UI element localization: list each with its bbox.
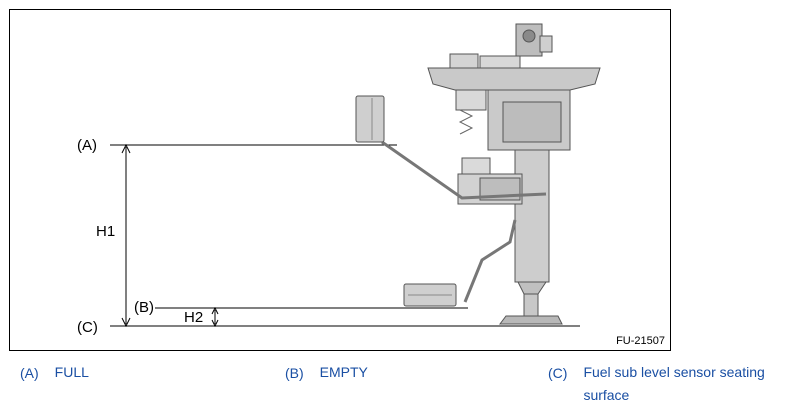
label-b: (B)	[134, 299, 154, 316]
fuel-sender-diagram: (A) (B) (C) H1 H2	[77, 23, 601, 336]
legend-item-c: (C) Fuel sub level sensor seating surfac…	[548, 364, 792, 407]
label-h2: H2	[184, 309, 203, 326]
label-a: (A)	[77, 137, 97, 154]
legend: (A) FULL (B) EMPTY (C) Fuel sub level se…	[0, 360, 792, 410]
h2-arrow-top	[211, 306, 219, 315]
fuel-pump-illustration	[355, 23, 601, 325]
legend-text-c: Fuel sub level sensor seating surface	[583, 364, 765, 403]
legend-text-b: EMPTY	[319, 364, 368, 380]
legend-key-c: (C)	[548, 365, 568, 381]
legend-item-b: (B) EMPTY	[285, 364, 368, 384]
h1-arrow-top	[121, 143, 131, 154]
legend-item-a: (A) FULL	[20, 364, 89, 384]
legend-key-a: (A)	[20, 365, 39, 381]
figure-frame: (A) (B) (C) H1 H2 FU-21507	[9, 9, 671, 351]
figure-id: FU-21507	[616, 335, 665, 347]
legend-key-b: (B)	[285, 365, 304, 381]
h2-arrow-bottom	[211, 319, 219, 328]
label-h1: H1	[96, 223, 115, 240]
legend-text-a: FULL	[54, 364, 89, 380]
h1-arrow-bottom	[121, 317, 131, 328]
label-c: (C)	[77, 319, 98, 336]
